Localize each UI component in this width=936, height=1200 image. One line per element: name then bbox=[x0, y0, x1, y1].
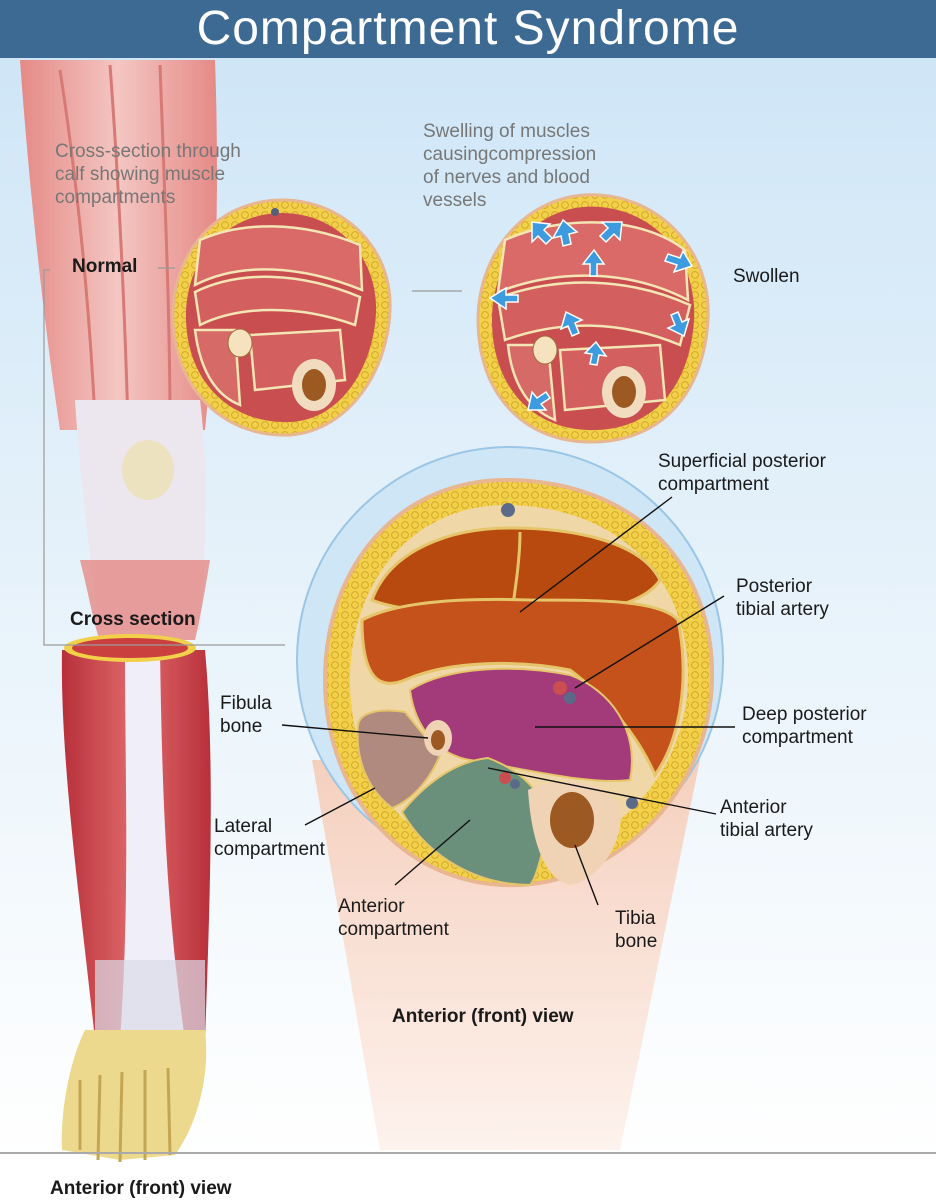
swollen-cross-section bbox=[476, 193, 710, 444]
posterior-tibial-label: Posterior tibial artery bbox=[736, 576, 829, 620]
swelling-caption: Swelling of muscles causingcompression o… bbox=[423, 121, 597, 211]
cross-section-caption: Cross-section through calf showing muscl… bbox=[55, 141, 241, 208]
lateral-compartment bbox=[356, 709, 442, 810]
cross-section-label: Cross section bbox=[70, 609, 196, 630]
deep-posterior-label: Deep posterior compartment bbox=[742, 704, 867, 748]
leg-illustration bbox=[20, 60, 217, 1163]
leg-view-label: Anterior (front) view bbox=[50, 1178, 232, 1199]
anterior-tibial-artery bbox=[499, 772, 511, 784]
detailed-cross-section bbox=[296, 446, 724, 888]
title-bar bbox=[0, 0, 936, 58]
deep-posterior-compartment bbox=[408, 667, 633, 782]
lateral-compartment-label: Lateral compartment bbox=[214, 816, 325, 860]
tibia-front bbox=[120, 650, 185, 1040]
normal-label: Normal bbox=[72, 256, 138, 277]
patella bbox=[122, 440, 174, 500]
lower-posterior-muscle bbox=[360, 597, 685, 779]
leader-lines bbox=[281, 496, 735, 906]
normal-cross-section bbox=[171, 198, 392, 437]
section-view-label: Anterior (front) view bbox=[392, 1006, 574, 1027]
anterior-compartment-label: Anterior compartment bbox=[338, 896, 449, 940]
anterior-tibial-label: Anterior tibial artery bbox=[720, 797, 813, 841]
superficial-posterior-label: Superficial posterior compartment bbox=[658, 451, 826, 495]
page-title: Compartment Syndrome bbox=[196, 2, 740, 55]
tibia-label: Tibia bone bbox=[615, 908, 658, 952]
swelling-arrows bbox=[488, 218, 694, 411]
bracket-line bbox=[43, 269, 285, 646]
fibula-label: Fibula bone bbox=[220, 693, 272, 737]
posterior-tibial-artery bbox=[553, 681, 567, 695]
swollen-label: Swollen bbox=[733, 266, 800, 287]
